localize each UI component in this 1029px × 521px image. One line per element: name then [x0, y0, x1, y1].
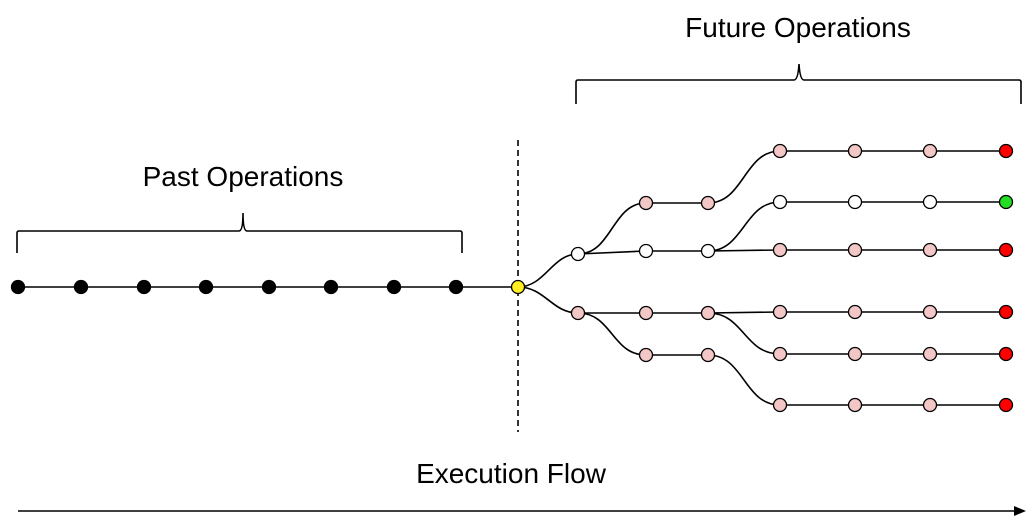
future-operation-node: [772, 143, 788, 159]
future-operation-node: [700, 195, 716, 211]
future-operation-node: [772, 346, 788, 362]
edges: [18, 150, 1006, 406]
future-operation-node: [847, 194, 863, 210]
success-outcome-node: [998, 194, 1014, 210]
past-operations-label: Past Operations: [143, 161, 344, 192]
future-operations-label: Future Operations: [685, 12, 911, 43]
future-operation-node: [700, 347, 716, 363]
future-operation-node: [772, 242, 788, 258]
branch-edge: [707, 311, 781, 314]
branch-edge: [517, 286, 579, 314]
past-operation-node: [261, 279, 277, 295]
future-operation-node: [570, 246, 586, 262]
past-operation-node: [73, 279, 89, 295]
failed-outcome-node: [998, 346, 1014, 362]
failed-outcome-node: [998, 242, 1014, 258]
future-operation-node: [772, 194, 788, 210]
current-operation-node: [510, 279, 526, 295]
future-operation-node: [922, 304, 938, 320]
future-operation-node: [922, 143, 938, 159]
branch-edge: [707, 201, 781, 252]
past-operation-node: [136, 279, 152, 295]
failed-outcome-node: [998, 143, 1014, 159]
nodes: [10, 143, 1014, 413]
branch-edge: [707, 312, 781, 355]
failed-outcome-node: [998, 304, 1014, 320]
future-operation-node: [700, 243, 716, 259]
past-operation-node: [448, 279, 464, 295]
execution-flow-arrowhead: [1014, 506, 1026, 516]
past-operation-node: [323, 279, 339, 295]
future-operation-node: [922, 242, 938, 258]
future-operations-brace: [575, 63, 1022, 104]
future-operation-node: [638, 243, 654, 259]
branch-edge: [707, 249, 781, 252]
future-operation-node: [847, 143, 863, 159]
execution-flow-label: Execution Flow: [416, 458, 607, 489]
future-operation-node: [700, 305, 716, 321]
branch-edge: [517, 253, 579, 288]
failed-outcome-node: [998, 397, 1014, 413]
branch-edge: [577, 202, 647, 255]
future-operation-node: [638, 195, 654, 211]
future-operation-node: [570, 305, 586, 321]
future-operation-node: [772, 304, 788, 320]
future-operation-node: [772, 397, 788, 413]
branch-edge: [707, 354, 781, 406]
future-operation-node: [922, 397, 938, 413]
future-operation-node: [847, 346, 863, 362]
branch-edge: [577, 312, 647, 356]
future-operation-node: [847, 397, 863, 413]
past-operation-node: [386, 279, 402, 295]
branch-edge: [577, 250, 647, 255]
future-operation-node: [922, 194, 938, 210]
past-operations-brace: [16, 212, 463, 253]
branch-edge: [707, 150, 781, 204]
future-operation-node: [922, 346, 938, 362]
past-operation-node: [10, 279, 26, 295]
past-operation-node: [198, 279, 214, 295]
future-operation-node: [638, 347, 654, 363]
future-operation-node: [847, 242, 863, 258]
future-operation-node: [847, 304, 863, 320]
future-operation-node: [638, 305, 654, 321]
